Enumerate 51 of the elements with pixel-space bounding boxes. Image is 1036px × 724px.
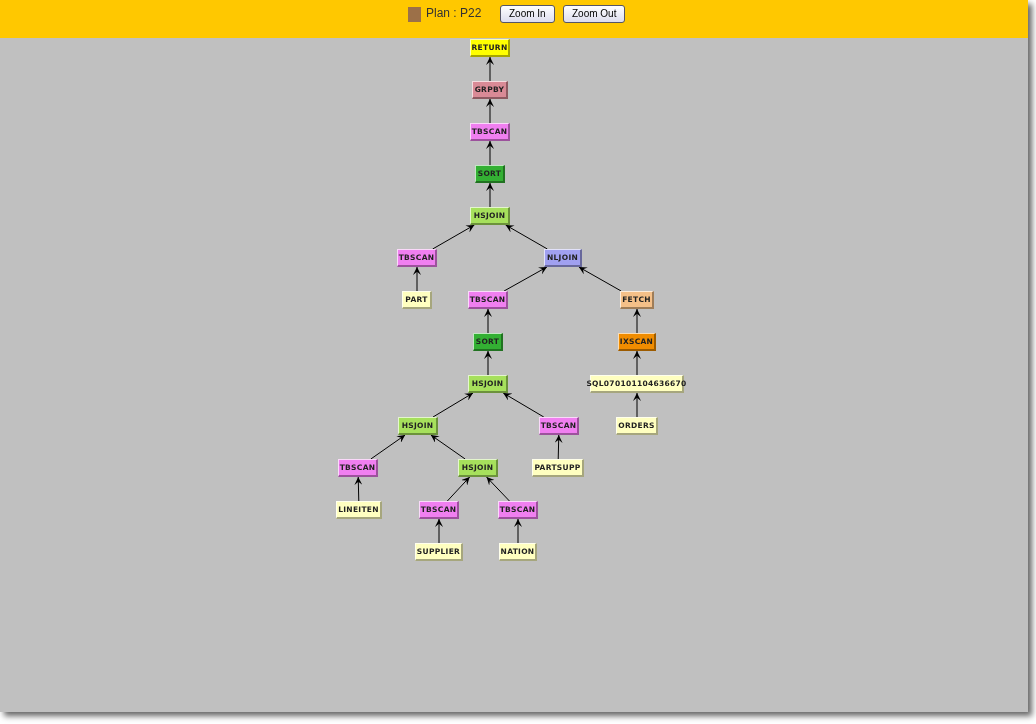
arrow bbox=[413, 266, 421, 292]
operator-box bbox=[473, 333, 503, 351]
operator-box bbox=[415, 543, 463, 561]
arrow bbox=[578, 266, 622, 292]
operator-box bbox=[402, 291, 432, 309]
operator-box bbox=[475, 165, 505, 183]
operator-box bbox=[470, 207, 510, 225]
arrow bbox=[505, 224, 548, 250]
operator-box bbox=[458, 459, 498, 477]
operator-box bbox=[618, 333, 656, 351]
arrow bbox=[446, 476, 471, 502]
operator-box bbox=[498, 501, 538, 519]
operator-box bbox=[419, 501, 459, 519]
operator-box bbox=[470, 39, 510, 57]
zoom-button: Zoom In bbox=[500, 5, 555, 23]
arrow bbox=[502, 392, 545, 418]
arrow bbox=[486, 182, 494, 208]
operator-box bbox=[338, 459, 378, 477]
arrow bbox=[633, 308, 641, 334]
arrow bbox=[486, 98, 494, 124]
zoom-button: Zoom Out bbox=[563, 5, 626, 23]
arrow bbox=[633, 350, 641, 376]
operator-box bbox=[616, 417, 658, 435]
arrow bbox=[484, 308, 492, 334]
operator-box bbox=[336, 501, 382, 519]
arrow bbox=[554, 434, 563, 460]
operator-box bbox=[620, 291, 654, 309]
arrow bbox=[354, 476, 363, 502]
operator-box bbox=[472, 81, 508, 99]
arrow bbox=[484, 350, 492, 376]
operator-box bbox=[397, 249, 437, 267]
operator-box bbox=[539, 417, 579, 435]
arrow bbox=[432, 224, 475, 250]
operator-box bbox=[499, 543, 537, 561]
arrow bbox=[432, 392, 474, 418]
arrow bbox=[514, 518, 522, 544]
arrow bbox=[435, 518, 443, 544]
arrow bbox=[633, 392, 641, 418]
arrow bbox=[370, 434, 406, 460]
operator-box bbox=[544, 249, 582, 267]
arrow bbox=[486, 56, 494, 82]
arrow bbox=[503, 266, 548, 292]
arrow bbox=[486, 140, 494, 166]
operator-box bbox=[468, 375, 508, 393]
operator-box bbox=[470, 123, 510, 141]
arrow bbox=[486, 476, 510, 502]
operator-box bbox=[532, 459, 584, 477]
operator-box bbox=[468, 291, 508, 309]
operator-box bbox=[398, 417, 438, 435]
plan-title: Plan : P22 bbox=[426, 6, 482, 20]
arrow bbox=[430, 434, 466, 460]
